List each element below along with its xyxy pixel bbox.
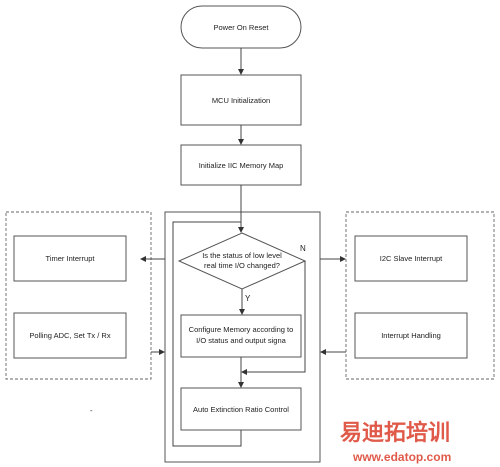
timer-interrupt-group xyxy=(5,211,152,380)
configure-memory-label-line2: I/O status and output signa xyxy=(196,336,286,345)
interrupt-handling-label: Interrupt Handling xyxy=(381,331,441,340)
arrow-decision-no-path xyxy=(241,261,306,375)
mcu-initialization-label: MCU Initialization xyxy=(212,96,270,105)
stray-dash-mark: - xyxy=(90,406,93,415)
no-branch-label: N xyxy=(300,244,306,253)
i2c-slave-interrupt-label: I2C Slave Interrupt xyxy=(380,254,443,263)
configure-memory-node xyxy=(180,314,302,358)
decision-text-line1: Is the status of low level xyxy=(202,251,282,260)
init-iic-memory-map-node xyxy=(180,144,302,186)
timer-interrupt-node xyxy=(13,235,127,282)
main-loop-group xyxy=(164,211,321,463)
watermark-chinese: 易迪拓培训 xyxy=(340,420,450,446)
auto-extinction-ratio-node xyxy=(180,387,302,431)
interrupt-handling-node xyxy=(354,312,468,359)
yes-branch-label: Y xyxy=(245,294,251,303)
power-on-reset-label: Power On Reset xyxy=(213,23,269,32)
init-iic-memory-map-label: Initialize IIC Memory Map xyxy=(199,161,284,170)
watermark-url: www.edatop.com xyxy=(352,450,451,464)
mcu-initialization-node xyxy=(180,74,302,126)
timer-interrupt-label: Timer Interrupt xyxy=(46,254,96,263)
configure-memory-label-line1: Configure Memory according to xyxy=(189,325,294,334)
auto-extinction-ratio-label: Auto Extinction Ratio Control xyxy=(193,405,289,414)
decision-text-line2: real time I/O changed? xyxy=(204,261,280,270)
loop-back-path xyxy=(172,221,242,447)
i2c-interrupt-group xyxy=(345,211,495,380)
polling-adc-node xyxy=(13,312,127,359)
polling-adc-label: Polling ADC, Set Tx / Rx xyxy=(29,331,110,340)
i2c-slave-interrupt-node xyxy=(354,235,468,282)
